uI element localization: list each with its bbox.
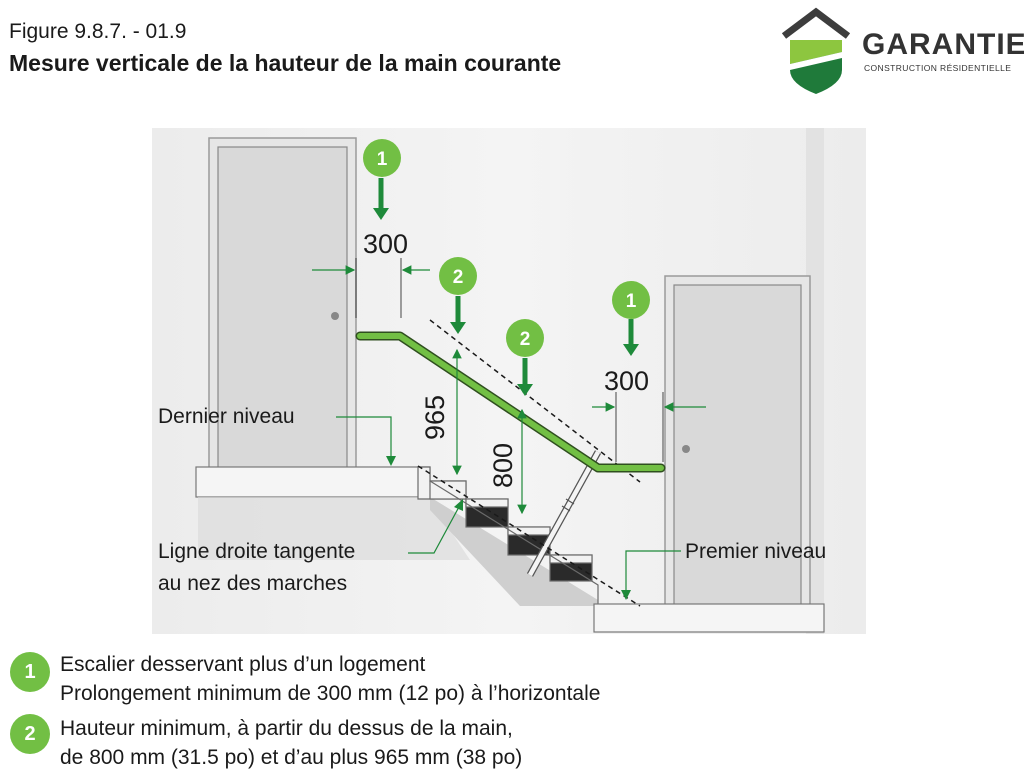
legend-text-1: Escalier desservant plus d’un logement P… <box>60 650 600 708</box>
lower-door <box>664 275 811 607</box>
leader-ligne-droite <box>408 504 461 554</box>
legend-text-2: Hauteur minimum, à partir du dessus de l… <box>60 714 522 772</box>
landing-shadow <box>198 497 470 560</box>
legend-badge-1: 1 <box>10 652 50 692</box>
legend-item-1: 1 Escalier desservant plus d’un logement… <box>10 652 990 712</box>
legend-line: Prolongement minimum de 300 mm (12 po) à… <box>60 682 601 705</box>
legend-line: Escalier desservant plus d’un logement <box>60 653 426 676</box>
upper-landing-slab <box>195 466 431 498</box>
callout-2-upper: 2 <box>439 257 477 334</box>
figure-number: Figure 9.8.7. - 01.9 <box>9 20 187 43</box>
garantie-logo: GARANTIE CONSTRUCTION RÉSIDENTIELLE <box>778 6 1024 98</box>
leader-premier-niveau <box>625 550 681 595</box>
lower-landing-slab <box>593 603 825 633</box>
legend-line: Hauteur minimum, à partir du dessus de l… <box>60 717 513 740</box>
door-knob <box>682 445 690 453</box>
dimension-300-right-label: 300 <box>604 366 649 396</box>
label-premier-niveau: Premier niveau <box>685 540 826 563</box>
legend-item-2: 2 Hauteur minimum, à partir du dessus de… <box>10 714 990 776</box>
callout-number: 2 <box>520 329 531 350</box>
legend-badge-2: 2 <box>10 714 50 754</box>
leader-dernier-niveau <box>336 416 392 462</box>
figure-title: Mesure verticale de la hauteur de la mai… <box>9 50 562 76</box>
nosing-tangent-line <box>417 465 641 607</box>
upper-door <box>208 137 357 472</box>
callout-2-middle: 2 <box>506 319 544 396</box>
stair-stringer <box>429 480 599 606</box>
door-knob <box>331 312 339 320</box>
logo-wordmark: GARANTIE <box>862 28 1024 61</box>
dimension-300-left <box>312 258 430 318</box>
dimension-300-right <box>592 392 706 462</box>
shield-house-icon <box>781 7 851 94</box>
legend-line: de 800 mm (31.5 po) et d’au plus 965 mm … <box>60 746 523 769</box>
label-ligne-droite-2: au nez des marches <box>158 572 347 595</box>
callout-number: 2 <box>453 267 464 288</box>
label-ligne-droite-1: Ligne droite tangente <box>158 540 355 563</box>
label-dernier-niveau: Dernier niveau <box>158 405 295 428</box>
callout-1-lower: 1 <box>612 281 650 356</box>
dimension-965-label: 965 <box>420 395 450 440</box>
dimension-800-label: 800 <box>488 443 518 488</box>
dimension-300-left-label: 300 <box>363 229 408 259</box>
callout-number: 1 <box>377 149 388 170</box>
logo-subtitle: CONSTRUCTION RÉSIDENTIELLE <box>864 63 1012 73</box>
callout-1-upper: 1 <box>363 139 401 220</box>
callout-number: 1 <box>626 291 637 312</box>
